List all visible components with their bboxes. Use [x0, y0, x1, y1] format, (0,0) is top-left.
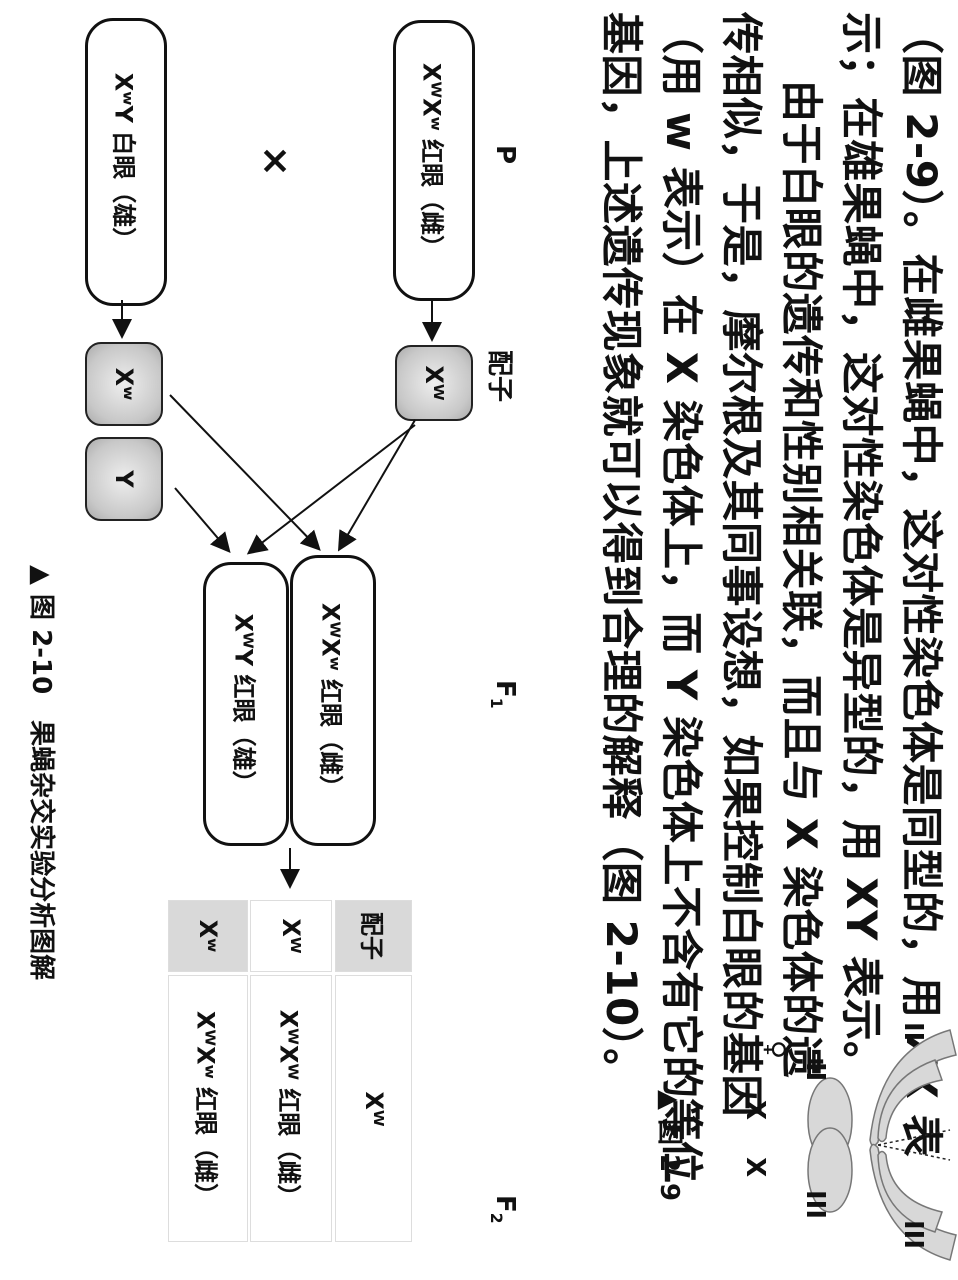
- gamete-male-xw: Xʷ: [85, 342, 163, 426]
- f1-female-box: XᵂXʷ 红眼（雌）: [290, 555, 376, 846]
- table-header-cell: 配子: [335, 900, 412, 972]
- fig-2-10-caption: ▲ 图 2-10 果蝇杂交实验分析图解: [26, 565, 56, 981]
- f1-male-box: XᵂY 红眼（雄）: [203, 562, 289, 846]
- parent-female-box: XᵂXʷ 红眼（雌）: [393, 20, 475, 301]
- table-row1-cell: XᵂXᵂ 红眼（雌）: [250, 975, 332, 1242]
- table-row2-cell: XᵂXʷ 红眼（雌）: [168, 975, 248, 1242]
- table-row2-head: Xʷ: [168, 900, 248, 972]
- chromosome-figure: [807, 1029, 957, 1261]
- table-col-head: Xᵂ: [335, 975, 412, 1242]
- parent-male-box: XʷY 白眼（雄）: [85, 18, 167, 306]
- gamete-male-y: Y: [85, 437, 163, 521]
- gamete-female-xw: Xᵂ: [395, 345, 473, 421]
- table-row1-head: Xᵂ: [250, 900, 332, 972]
